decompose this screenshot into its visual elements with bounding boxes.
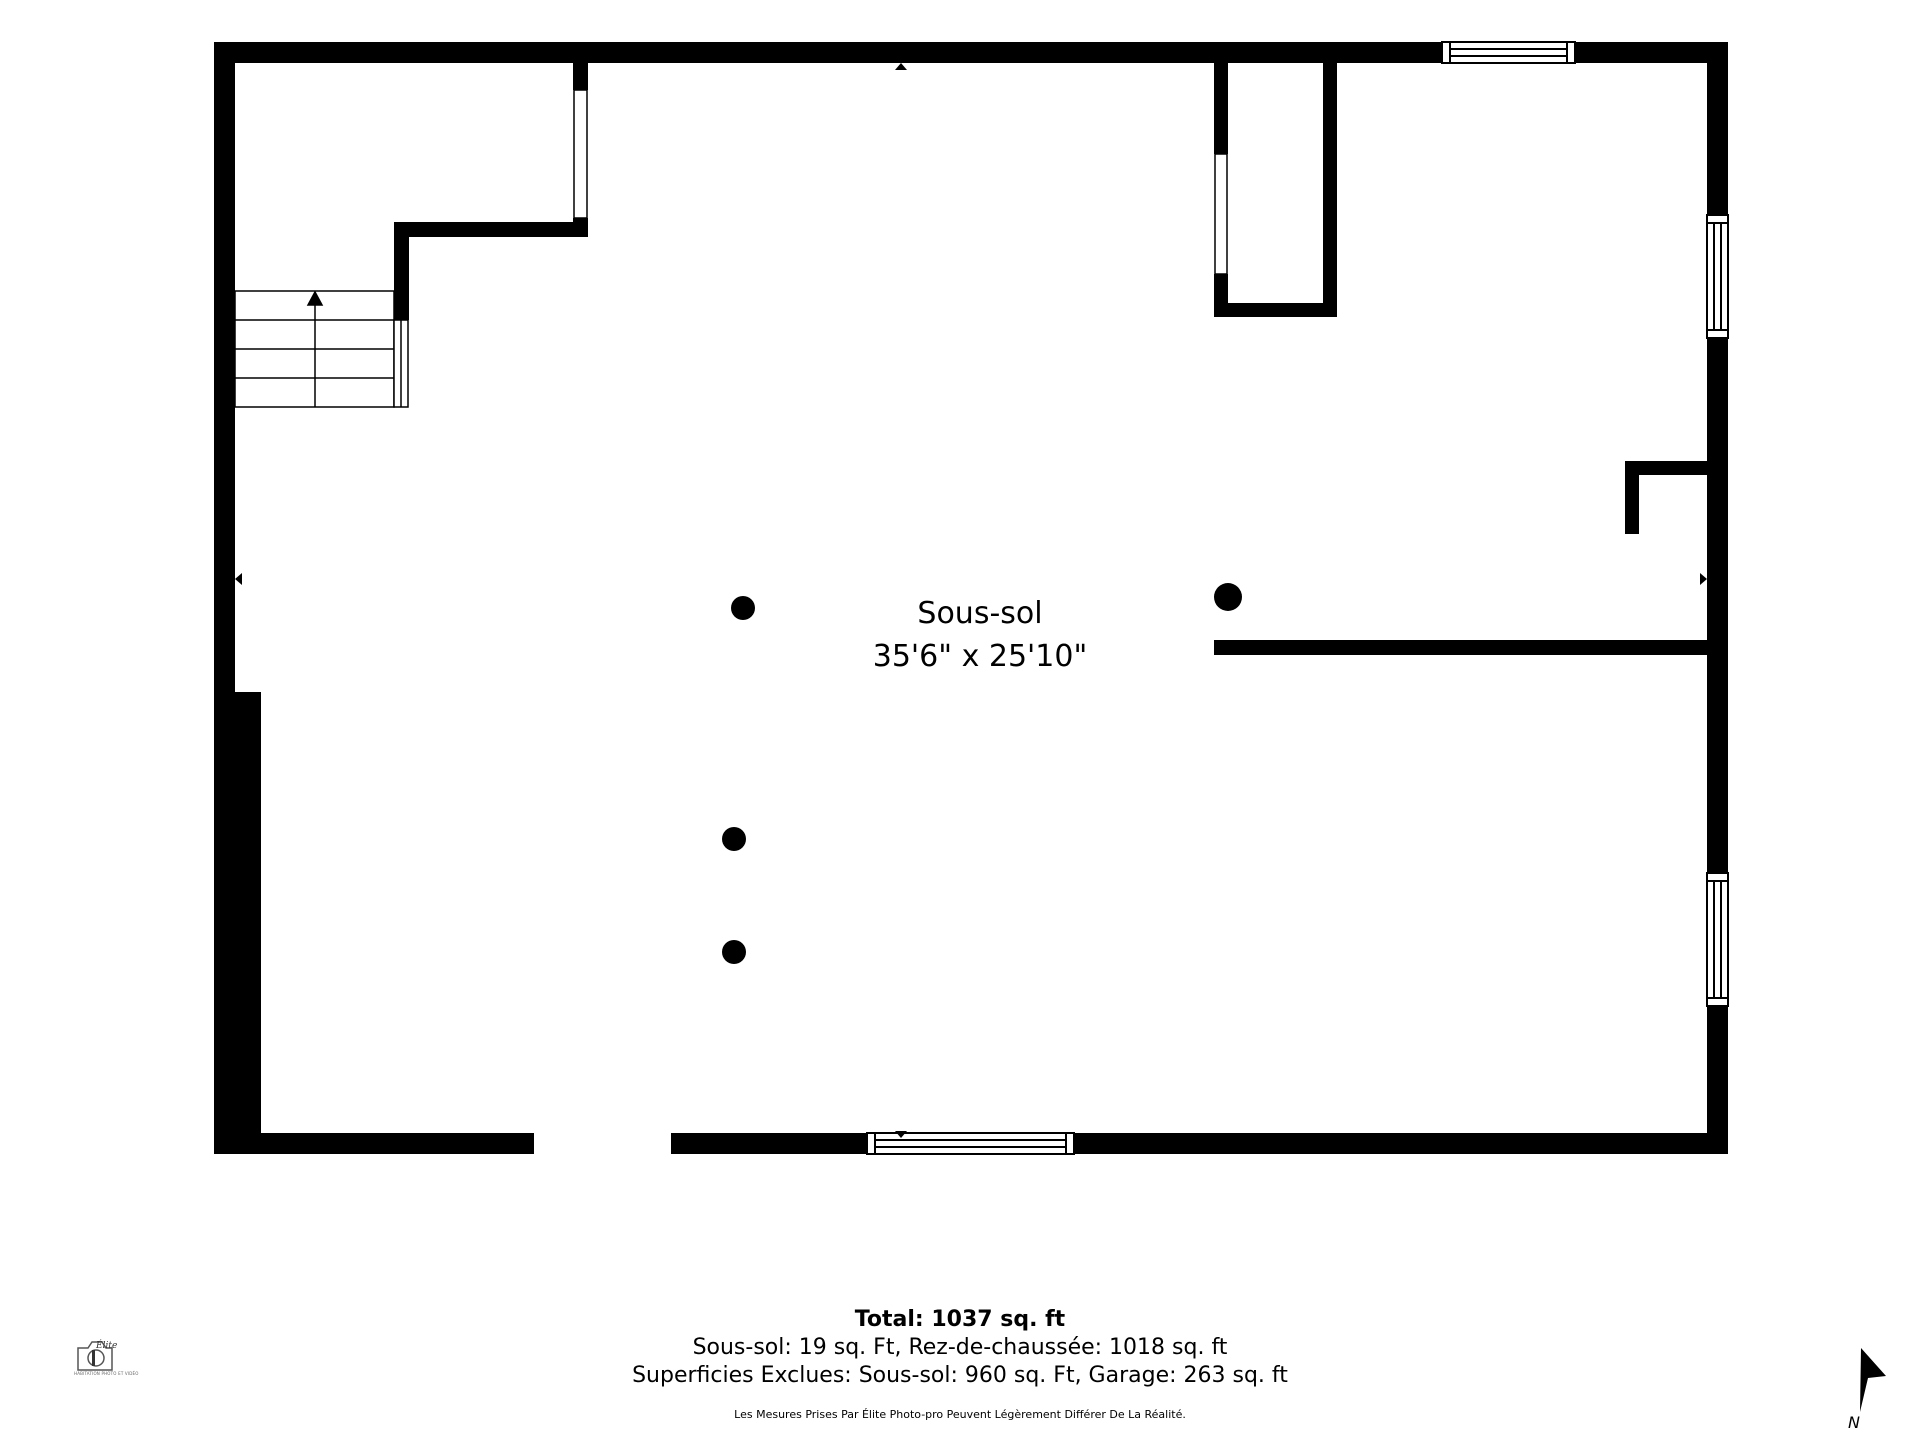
marker-right	[1700, 573, 1707, 585]
logo-tagline: HABITATION PHOTO ET VIDÉO	[74, 1371, 139, 1376]
door-opening-bottom	[534, 1133, 671, 1154]
window-bottom	[866, 1132, 1075, 1155]
marker-left	[235, 573, 242, 585]
closet-left-upper	[1214, 63, 1228, 154]
room-dimensions: 35'6" x 25'10"	[872, 639, 1088, 674]
window-top	[1441, 41, 1576, 64]
closet-bottom	[1214, 303, 1337, 317]
partition-vertical-top	[573, 63, 588, 90]
dimension-markers	[235, 63, 1707, 1138]
wall-left-lower	[214, 692, 261, 1154]
camera-logo-icon	[77, 1341, 113, 1371]
marker-bottom	[895, 1131, 907, 1138]
hook-wall-vertical	[1625, 461, 1639, 534]
closet-door-gap	[1214, 153, 1228, 275]
openings	[534, 41, 1729, 1155]
logo-brand: Élite	[96, 1341, 118, 1351]
long-interior-wall	[1214, 640, 1727, 655]
floor-areas: Sous-sol: 19 sq. Ft, Rez-de-chaussée: 10…	[692, 1335, 1228, 1360]
window-right-upper	[1706, 214, 1729, 339]
north-arrow-icon: N	[1848, 1348, 1886, 1430]
partition-horizontal	[394, 222, 588, 237]
stair-side-wall	[394, 222, 409, 320]
post	[722, 940, 746, 964]
room-name: Sous-sol	[917, 596, 1043, 631]
closet-right	[1323, 63, 1337, 317]
window-right-lower	[1706, 872, 1729, 1007]
staircase	[234, 290, 409, 408]
post	[722, 827, 746, 851]
wall-left-upper	[214, 42, 235, 692]
marker-top	[895, 63, 907, 70]
wall-top	[214, 42, 1726, 63]
compass-label: N	[1848, 1413, 1860, 1430]
excluded-areas: Superficies Exclues: Sous-sol: 960 sq. F…	[632, 1363, 1288, 1388]
partition-door-gap	[573, 89, 588, 219]
total-area: Total: 1037 sq. ft	[854, 1307, 1066, 1332]
area-summary: Total: 1037 sq. ft Sous-sol: 19 sq. Ft, …	[560, 1305, 1360, 1390]
room-label: Sous-sol 35'6" x 25'10"	[780, 592, 1180, 678]
post	[1214, 583, 1242, 611]
stair-up-arrow-icon	[306, 290, 324, 306]
post	[731, 596, 755, 620]
interior-walls	[394, 63, 1727, 655]
disclaimer: Les Mesures Prises Par Élite Photo-pro P…	[734, 1408, 1186, 1421]
support-posts	[722, 583, 1242, 964]
hook-wall-horizontal	[1625, 461, 1727, 475]
